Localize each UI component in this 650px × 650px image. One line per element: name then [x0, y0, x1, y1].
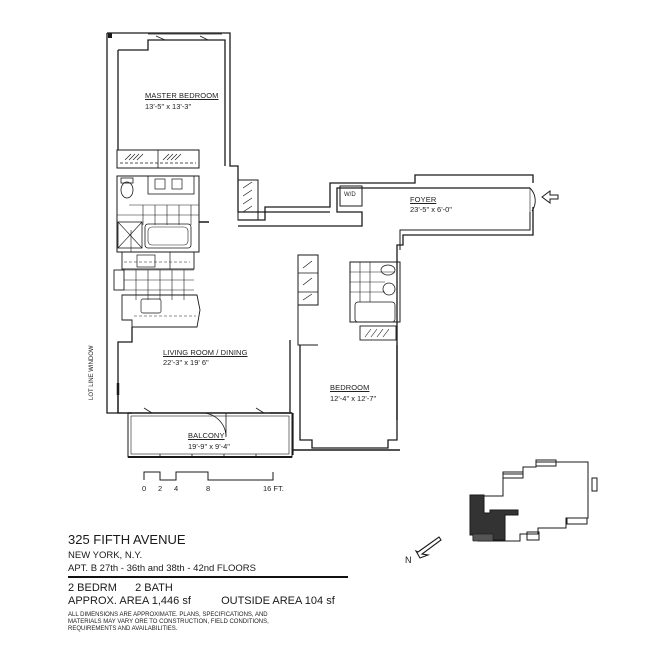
bedroom-wall — [299, 345, 398, 449]
bedroom-count: 2 BEDRM — [68, 582, 117, 594]
building-address: 325 FIFTH AVENUE — [68, 532, 186, 547]
scale-tick-2: 2 — [158, 484, 163, 493]
room-name-foyer: FOYER — [410, 195, 437, 204]
title-block: 325 FIFTH AVENUE NEW YORK, N.Y. APT. B 2… — [68, 532, 358, 633]
room-name-bedroom: BEDROOM — [330, 383, 370, 392]
building-city: NEW YORK, N.Y. — [68, 550, 143, 561]
room-dims-balcony: 19'-9" x 9'-4" — [188, 442, 230, 451]
master-bedroom-wall — [107, 32, 262, 213]
entry-arrow-icon — [541, 190, 559, 204]
room-name-balcony: BALCONY — [188, 431, 225, 440]
scale-tick-0: 0 — [142, 484, 147, 493]
room-dims-master-bedroom: 13'-5" x 13'-3" — [145, 102, 192, 111]
outside-area: OUTSIDE AREA 104 sf — [221, 595, 335, 607]
north-arrow-icon — [414, 536, 442, 559]
north-label: N — [405, 555, 412, 565]
approx-area: APPROX. AREA 1,446 sf — [68, 595, 191, 607]
room-dims-bedroom: 12'-4" x 12'-7" — [330, 394, 377, 403]
room-dims-foyer: 23'-5" x 6'-0" — [410, 205, 452, 214]
scale-tick-4: 4 — [174, 484, 179, 493]
washer-dryer-label: W/D — [344, 192, 356, 198]
foyer-wall — [238, 174, 534, 221]
room-name-master-bedroom: MASTER BEDROOM — [145, 91, 219, 100]
key-plan — [470, 459, 598, 542]
scale-tick-16: 16 FT. — [263, 484, 284, 493]
room-dims-living-dining: 22'-3" x 19' 6" — [163, 358, 209, 367]
key-plan-unit-highlight — [469, 494, 519, 541]
lot-line-window-label: LOT LINE WINDOW — [89, 345, 95, 400]
bath-count: 2 BATH — [135, 582, 173, 594]
scale-bar — [143, 471, 274, 481]
disclaimer-text: All dimensions are approximate. Plans, s… — [68, 612, 269, 632]
apartment-floors: APT. B 27th - 36th and 38th - 42nd FLOOR… — [68, 563, 348, 578]
scale-tick-8: 8 — [206, 484, 211, 493]
room-name-living-dining: LIVING ROOM / DINING — [163, 348, 248, 357]
